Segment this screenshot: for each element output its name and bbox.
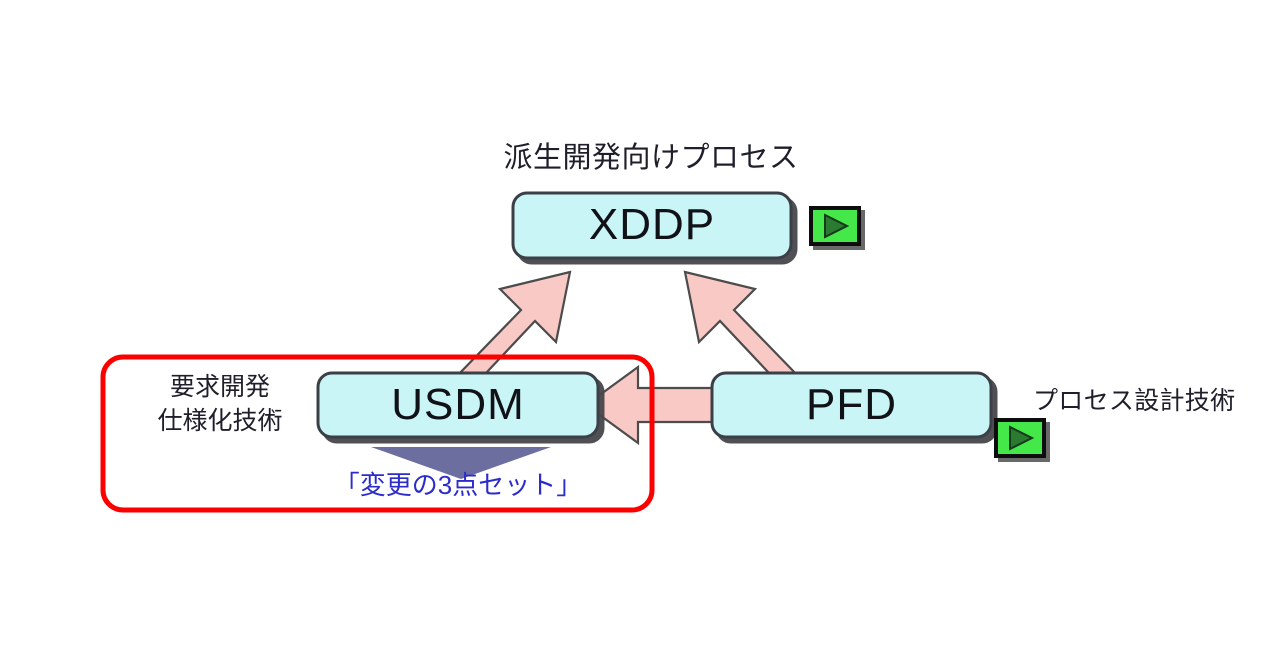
requirements-tech-label: 要求開発 仕様化技術 — [130, 371, 310, 438]
node-label-usdm: USDM — [391, 380, 525, 429]
play-triangle-icon — [1009, 425, 1035, 451]
node-usdm[interactable] — [316, 371, 600, 439]
change-three-point-set-label: 「変更の3点セット」 — [333, 470, 583, 500]
node-label-pfd: PFD — [806, 380, 897, 429]
play-button-pfd[interactable] — [994, 418, 1046, 458]
requirements-group-frame — [100, 354, 655, 513]
process-design-tech-label: プロセス設計技術 — [1033, 387, 1236, 415]
xddp-caption: 派生開発向けプロセス — [0, 141, 1280, 175]
play-triangle-icon — [824, 213, 850, 239]
play-button-xddp[interactable] — [809, 206, 861, 246]
node-pfd[interactable] — [710, 371, 993, 439]
arrow-usdm-down-chevron — [371, 447, 551, 479]
requirements-tech-line1: 要求開発 — [169, 373, 270, 401]
xddp-caption-text: 派生開発向けプロセス — [503, 142, 799, 174]
requirements-tech-line2: 仕様化技術 — [157, 406, 283, 435]
node-label-xddp: XDDP — [588, 200, 716, 249]
node-xddp[interactable] — [511, 191, 793, 260]
